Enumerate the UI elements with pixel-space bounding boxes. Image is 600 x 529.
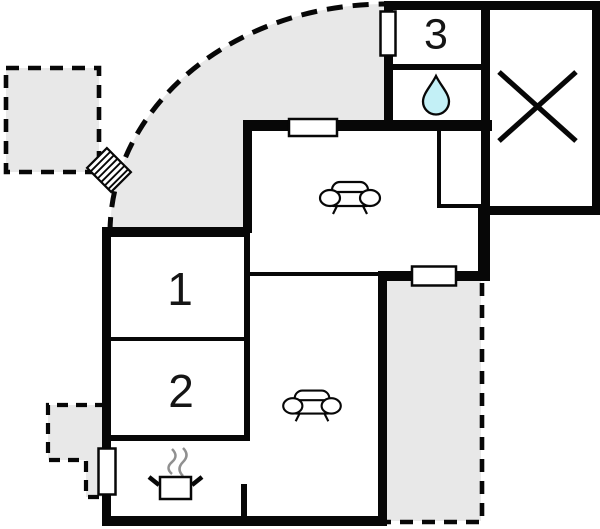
wall <box>478 206 490 281</box>
water-drop-icon <box>421 73 451 116</box>
steam-line <box>178 447 188 477</box>
sofa-icon <box>318 180 382 215</box>
stove-pot-icon <box>147 447 204 501</box>
carport-cross-icon <box>497 70 578 143</box>
room-2-label: 2 <box>168 365 194 417</box>
wall <box>247 272 381 276</box>
wall <box>102 227 111 526</box>
wall <box>106 435 250 441</box>
curved-terrace-area <box>110 4 386 233</box>
entry-terrace-area <box>48 405 106 497</box>
wall <box>384 1 600 10</box>
room-3-label: 3 <box>424 10 448 59</box>
lower-right-terrace-area <box>387 281 481 521</box>
wall <box>390 64 483 70</box>
wall <box>243 120 252 233</box>
openings <box>97 10 458 496</box>
window <box>379 10 397 57</box>
door <box>97 447 117 496</box>
entry-terrace-dashed-border <box>45 402 106 500</box>
walls <box>102 1 600 526</box>
room-1-label: 1 <box>167 263 193 315</box>
wall <box>592 1 600 215</box>
wall <box>481 206 600 215</box>
wall <box>384 1 393 129</box>
steam-line <box>167 448 177 475</box>
wall <box>437 128 441 208</box>
sofa-icon <box>282 389 342 422</box>
wall <box>108 337 247 341</box>
wall <box>243 120 492 131</box>
wall <box>241 484 247 521</box>
wall <box>244 232 250 441</box>
wall <box>102 227 250 237</box>
wall <box>481 1 490 215</box>
upper-left-terrace-area <box>3 65 102 175</box>
wall <box>378 271 387 526</box>
wall <box>437 204 483 208</box>
window <box>287 117 339 138</box>
stairs-icon <box>85 146 133 194</box>
window <box>410 265 458 287</box>
